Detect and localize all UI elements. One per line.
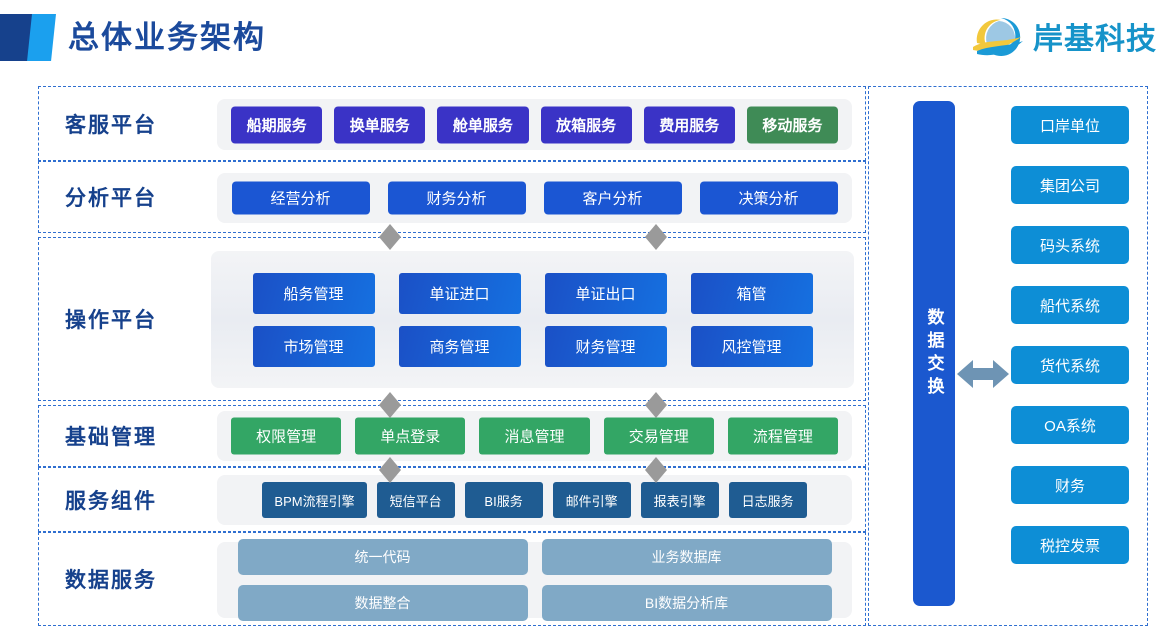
band-label-service-components: 服务组件 <box>65 489 157 513</box>
connector-arrow-base-components-left <box>379 457 401 483</box>
band-inner-data-service: 统一代码 业务数据库 数据整合 BI数据分析库 <box>217 539 852 621</box>
chip-bi-service[interactable]: BI服务 <box>464 482 543 518</box>
chip-finance-analysis[interactable]: 财务分析 <box>387 181 526 215</box>
connector-arrow-analysis-operation-left <box>379 224 401 250</box>
ext-port-unit[interactable]: 口岸单位 <box>1011 106 1129 144</box>
ext-tax-invoice[interactable]: 税控发票 <box>1011 526 1129 564</box>
ext-group-company[interactable]: 集团公司 <box>1011 166 1129 204</box>
chip-message-management[interactable]: 消息管理 <box>479 417 590 455</box>
chip-market-management[interactable]: 市场管理 <box>252 325 375 367</box>
chip-container-management[interactable]: 箱管 <box>690 272 813 314</box>
chip-document-import[interactable]: 单证进口 <box>398 272 521 314</box>
band-label-customer-service: 客服平台 <box>65 113 157 137</box>
chip-grid-operation-platform: 船务管理 单证进口 单证出口 箱管 市场管理 商务管理 财务管理 风控管理 <box>252 272 813 367</box>
chip-single-sign-on[interactable]: 单点登录 <box>355 417 466 455</box>
chip-log-service[interactable]: 日志服务 <box>728 482 807 518</box>
band-base-management: 基础管理 权限管理 单点登录 消息管理 交易管理 流程管理 <box>38 405 866 467</box>
band-inner-operation-platform: 船务管理 单证进口 单证出口 箱管 市场管理 商务管理 财务管理 风控管理 <box>211 251 854 388</box>
band-label-data-service: 数据服务 <box>65 569 157 592</box>
connector-arrow-operation-base-left <box>379 392 401 418</box>
page-title: 总体业务架构 <box>68 20 266 55</box>
ext-terminal-system[interactable]: 码头系统 <box>1011 226 1129 264</box>
chip-grid-data-service: 统一代码 业务数据库 数据整合 BI数据分析库 <box>237 539 832 621</box>
logo-circle-icon <box>971 13 1025 59</box>
band-label-operation-platform: 操作平台 <box>65 309 157 332</box>
band-inner-base-management: 权限管理 单点登录 消息管理 交易管理 流程管理 <box>217 411 852 461</box>
accent-light-block <box>27 14 56 61</box>
data-exchange-double-arrow-icon <box>957 357 1009 391</box>
logo-text: 岸基科技 <box>1033 23 1157 56</box>
connector-arrow-analysis-operation-right <box>645 224 667 250</box>
band-label-base-management: 基础管理 <box>65 426 157 449</box>
chip-mobile-service[interactable]: 移动服务 <box>746 106 839 143</box>
band-operation-platform: 操作平台 船务管理 单证进口 单证出口 箱管 市场管理 商务管理 财务管理 风控… <box>38 237 866 401</box>
chip-fangxiang-service[interactable]: 放箱服务 <box>540 106 632 143</box>
external-system-list: 口岸单位 集团公司 码头系统 船代系统 货代系统 OA系统 财务 税控发票 <box>1011 106 1129 586</box>
page-header: 总体业务架构 岸基科技 <box>0 0 1157 74</box>
chip-chuanqi-service[interactable]: 船期服务 <box>230 106 323 143</box>
chip-unified-code[interactable]: 统一代码 <box>237 539 528 575</box>
chip-commerce-management[interactable]: 商务管理 <box>398 325 521 367</box>
band-data-service: 数据服务 统一代码 业务数据库 数据整合 BI数据分析库 <box>38 532 866 626</box>
data-exchange-label: 数据交换 <box>924 307 944 400</box>
chip-report-engine[interactable]: 报表引擎 <box>640 482 719 518</box>
chip-customer-analysis[interactable]: 客户分析 <box>543 181 682 215</box>
ext-finance[interactable]: 财务 <box>1011 466 1129 504</box>
ext-freight-forwarder-system[interactable]: 货代系统 <box>1011 346 1129 384</box>
connector-arrow-base-components-right <box>645 457 667 483</box>
chip-document-export[interactable]: 单证出口 <box>544 272 667 314</box>
connector-arrow-operation-base-right <box>645 392 667 418</box>
chip-bpm-process-engine[interactable]: BPM流程引擎 <box>262 482 367 518</box>
platform-stack: 客服平台 船期服务 换单服务 舱单服务 放箱服务 费用服务 移动服务 分析平台 … <box>38 86 868 626</box>
chip-mail-engine[interactable]: 邮件引擎 <box>552 482 631 518</box>
band-customer-service: 客服平台 船期服务 换单服务 舱单服务 放箱服务 费用服务 移动服务 <box>38 86 866 161</box>
chip-row-service-components: BPM流程引擎 短信平台 BI服务 邮件引擎 报表引擎 日志服务 <box>217 482 852 518</box>
chip-data-integration[interactable]: 数据整合 <box>237 585 528 621</box>
chip-row-base-management: 权限管理 单点登录 消息管理 交易管理 流程管理 <box>217 417 852 455</box>
chip-finance-management[interactable]: 财务管理 <box>544 325 667 367</box>
band-inner-service-components: BPM流程引擎 短信平台 BI服务 邮件引擎 报表引擎 日志服务 <box>217 475 852 525</box>
ext-shipping-agency-system[interactable]: 船代系统 <box>1011 286 1129 324</box>
chip-row-analysis-platform: 经营分析 财务分析 客户分析 决策分析 <box>217 181 852 215</box>
chip-business-analysis[interactable]: 经营分析 <box>231 181 370 215</box>
band-service-components: 服务组件 BPM流程引擎 短信平台 BI服务 邮件引擎 报表引擎 日志服务 <box>38 467 866 532</box>
chip-sms-platform[interactable]: 短信平台 <box>376 482 455 518</box>
chip-decision-analysis[interactable]: 决策分析 <box>699 181 838 215</box>
chip-transaction-management[interactable]: 交易管理 <box>603 417 714 455</box>
chip-shipping-management[interactable]: 船务管理 <box>252 272 375 314</box>
chip-permission-management[interactable]: 权限管理 <box>231 417 342 455</box>
ext-oa-system[interactable]: OA系统 <box>1011 406 1129 444</box>
external-integration-panel: 数据交换 口岸单位 集团公司 码头系统 船代系统 货代系统 OA系统 财务 税控… <box>868 86 1148 626</box>
chip-process-management[interactable]: 流程管理 <box>727 417 839 455</box>
chip-feiyong-service[interactable]: 费用服务 <box>643 106 735 143</box>
chip-cangdan-service[interactable]: 舱单服务 <box>437 106 529 143</box>
brand-logo: 岸基科技 <box>971 10 1157 62</box>
band-analysis-platform: 分析平台 经营分析 财务分析 客户分析 决策分析 <box>38 161 866 233</box>
band-inner-customer-service: 船期服务 换单服务 舱单服务 放箱服务 费用服务 移动服务 <box>217 99 852 150</box>
chip-business-database[interactable]: 业务数据库 <box>541 539 832 575</box>
accent-dark-block <box>0 14 32 61</box>
data-exchange-bar[interactable]: 数据交换 <box>913 101 955 606</box>
band-inner-analysis-platform: 经营分析 财务分析 客户分析 决策分析 <box>217 173 852 223</box>
chip-huandan-service[interactable]: 换单服务 <box>334 106 426 143</box>
architecture-diagram: 客服平台 船期服务 换单服务 舱单服务 放箱服务 费用服务 移动服务 分析平台 … <box>38 86 1148 626</box>
band-label-analysis-platform: 分析平台 <box>65 187 157 210</box>
title-accent-bar <box>0 14 56 61</box>
chip-risk-management[interactable]: 风控管理 <box>690 325 813 367</box>
chip-bi-analysis-database[interactable]: BI数据分析库 <box>541 585 832 621</box>
chip-row-customer-service: 船期服务 换单服务 舱单服务 放箱服务 费用服务 移动服务 <box>217 106 852 143</box>
